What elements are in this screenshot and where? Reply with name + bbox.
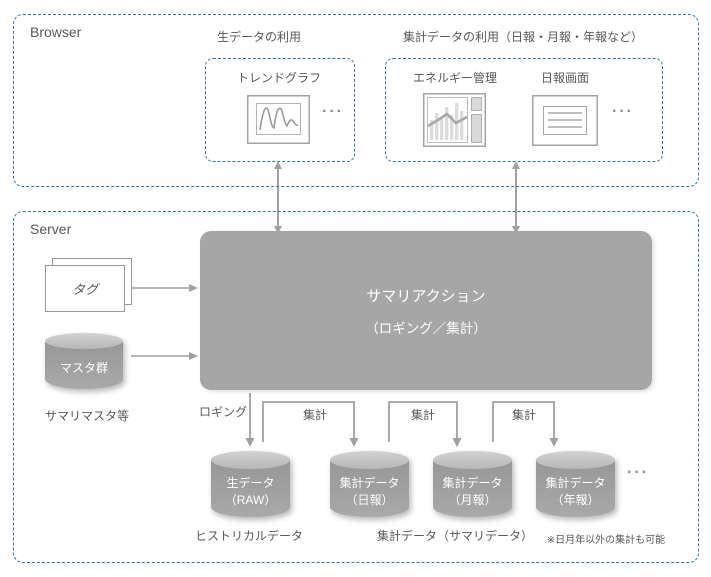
agg-usage-title: 集計データの利用（日報・月報・年報など）	[402, 30, 643, 44]
db-yearly-agg: 集計データ （年報）	[536, 451, 615, 517]
agg-usage-group	[385, 58, 663, 162]
raw-usage-group	[205, 58, 355, 162]
cylinder-top	[330, 451, 409, 469]
summary-data-caption: 集計データ（サマリデータ）	[376, 529, 533, 543]
db-label-line2: （RAW）	[224, 493, 277, 507]
cylinder-body: 集計データ （月報）	[433, 460, 512, 517]
db-raw-data: 生データ （RAW）	[211, 451, 290, 517]
db-label-line1: 集計データ	[545, 476, 606, 490]
db-label-line1: 集計データ	[442, 476, 503, 490]
energy-dashboard-icon	[423, 93, 486, 152]
more-db-dots: ···	[627, 464, 649, 481]
cylinder-top	[211, 451, 290, 469]
energy-mgmt-label: エネルギー管理	[412, 71, 497, 85]
more-apps-dots-raw: ···	[322, 103, 344, 120]
db-daily-agg: 集計データ （日報）	[330, 451, 409, 517]
summary-action-title: サマリアクション	[366, 287, 486, 305]
master-caption: サマリマスタ等	[44, 409, 129, 423]
aggregation-note: ※日月年以外の集計も可能	[546, 535, 666, 546]
browser-zone	[13, 14, 699, 187]
cylinder-body: 集計データ （日報）	[330, 460, 409, 517]
db-monthly-agg: 集計データ （月報）	[433, 451, 512, 517]
cylinder-body: マスタ群	[45, 341, 123, 389]
daily-report-icon	[532, 95, 598, 151]
cylinder-body: 生データ （RAW）	[211, 460, 290, 517]
server-zone-label: Server	[30, 221, 72, 237]
db-label-line2: （日報）	[345, 493, 394, 507]
master-db-label: マスタ群	[59, 361, 108, 375]
cylinder-body: 集計データ （年報）	[536, 460, 615, 517]
aggregate-flow-label-1: 集計	[302, 408, 327, 422]
db-label-line2: （年報）	[551, 493, 600, 507]
aggregate-flow-label-3: 集計	[511, 408, 536, 422]
server-zone	[13, 211, 699, 563]
db-label-line1: 生データ	[226, 476, 275, 490]
tag-page-front: タグ	[45, 265, 125, 312]
trend-graph-label: トレンドグラフ	[236, 71, 321, 85]
db-label-line2: （月報）	[448, 493, 497, 507]
db-label-line1: 集計データ	[339, 476, 400, 490]
summary-action-panel: サマリアクション （ロギング／集計）	[200, 231, 652, 390]
historical-data-caption: ヒストリカルデータ	[194, 529, 303, 543]
browser-zone-label: Browser	[30, 24, 82, 40]
more-apps-dots-agg: ···	[612, 103, 634, 120]
trend-graph-icon	[247, 95, 310, 149]
raw-usage-title: 生データの利用	[216, 30, 301, 44]
logging-flow-label: ロギング	[198, 405, 247, 419]
aggregate-flow-label-2: 集計	[410, 408, 435, 422]
master-db-cylinder: マスタ群	[45, 333, 123, 389]
tags-label: タグ	[71, 282, 98, 297]
cylinder-top	[433, 451, 512, 469]
daily-report-label: 日報画面	[540, 71, 589, 85]
cylinder-top	[45, 333, 123, 349]
cylinder-top	[536, 451, 615, 469]
summary-action-subtitle: （ロギング／集計）	[365, 320, 487, 336]
